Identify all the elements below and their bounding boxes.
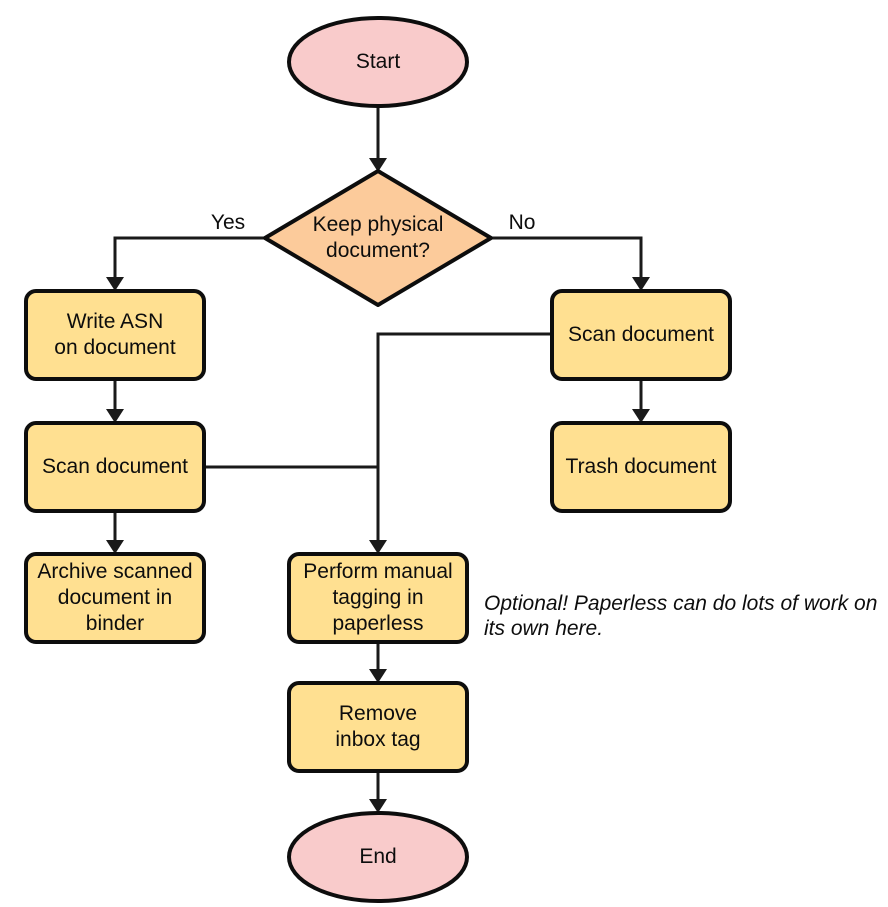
node-label-scan-document-right: Scan document bbox=[568, 323, 714, 346]
edge-scan-document-right-to-manual-tagging bbox=[369, 332, 552, 554]
edge-path bbox=[491, 236, 643, 284]
edge-remove-inbox-tag-to-end bbox=[369, 771, 387, 813]
edge-scan-document-right-to-trash bbox=[632, 379, 650, 423]
edge-start-to-decision bbox=[369, 106, 387, 172]
process-shape[interactable] bbox=[550, 289, 732, 381]
edge-path bbox=[113, 236, 265, 284]
edge-decision-no-to-scan-document-right: No bbox=[491, 211, 650, 291]
edge-decision-yes-to-write-asn: Yes bbox=[106, 211, 265, 291]
annotations-layer: Optional! Paperless can do lots of work … bbox=[484, 592, 877, 640]
process-shape[interactable] bbox=[24, 421, 206, 513]
arrowhead-icon bbox=[106, 540, 124, 554]
process-shape[interactable] bbox=[287, 552, 469, 644]
node-trash-document[interactable]: Trash document bbox=[550, 421, 732, 513]
node-label-scan-document-left: Scan document bbox=[42, 455, 188, 478]
process-shape[interactable] bbox=[24, 552, 206, 644]
arrowhead-icon bbox=[369, 669, 387, 683]
arrowhead-icon bbox=[106, 409, 124, 423]
process-shape[interactable] bbox=[24, 289, 206, 381]
node-start[interactable]: Start bbox=[287, 16, 469, 108]
terminator-shape[interactable] bbox=[287, 16, 469, 108]
node-label-start: Start bbox=[356, 50, 401, 73]
edge-label-decision-no-to-scan-document-right: No bbox=[509, 211, 536, 234]
arrowhead-icon bbox=[369, 540, 387, 554]
annotation-optional-note: Optional! Paperless can do lots of work … bbox=[484, 592, 877, 640]
process-shape[interactable] bbox=[550, 421, 732, 513]
edge-manual-tagging-to-remove-inbox-tag bbox=[369, 642, 387, 683]
node-label-end: End bbox=[359, 845, 396, 868]
node-end[interactable]: End bbox=[287, 811, 469, 903]
decision-shape[interactable] bbox=[263, 169, 493, 307]
edge-path bbox=[376, 332, 552, 547]
node-label-trash-document: Trash document bbox=[566, 455, 717, 478]
edge-label-decision-yes-to-write-asn: Yes bbox=[211, 211, 245, 234]
edge-write-asn-to-scan-document-left bbox=[106, 379, 124, 423]
arrowhead-icon bbox=[632, 277, 650, 291]
terminator-shape[interactable] bbox=[287, 811, 469, 903]
edge-scan-document-left-to-archive bbox=[106, 511, 124, 554]
arrowhead-icon bbox=[106, 277, 124, 291]
node-scan-document-left[interactable]: Scan document bbox=[24, 421, 206, 513]
arrowhead-icon bbox=[632, 409, 650, 423]
edges-layer: Yes No bbox=[106, 106, 650, 813]
process-shape[interactable] bbox=[287, 681, 469, 773]
arrowhead-icon bbox=[369, 158, 387, 172]
node-scan-document-right[interactable]: Scan document bbox=[550, 289, 732, 381]
arrowhead-icon bbox=[369, 799, 387, 813]
